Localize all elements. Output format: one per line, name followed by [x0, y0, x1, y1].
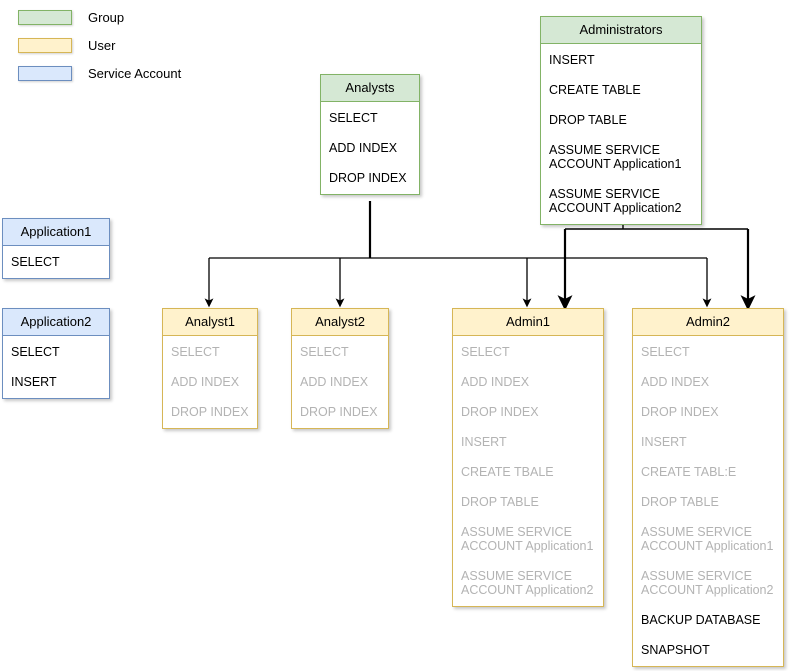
- node-administrators-title: Administrators: [541, 17, 701, 44]
- permission-item: SNAPSHOT: [641, 643, 710, 657]
- permission-item: CREATE TBALE: [461, 465, 554, 479]
- permission-item: BACKUP DATABASE: [641, 613, 761, 627]
- node-application2-permissions: SELECT INSERT: [3, 336, 109, 398]
- legend-label-group: Group: [88, 9, 125, 25]
- node-application1[interactable]: Application1 SELECT: [2, 218, 110, 279]
- node-application2[interactable]: Application2 SELECT INSERT: [2, 308, 110, 399]
- legend-label-service-account: Service Account: [88, 65, 182, 81]
- node-application1-title: Application1: [3, 219, 109, 246]
- permission-item: ASSUME SERVICE ACCOUNT Application1: [549, 143, 682, 171]
- legend-swatch-group: [18, 9, 72, 25]
- permission-item: INSERT: [641, 435, 687, 449]
- permission-item: SELECT: [171, 345, 220, 359]
- node-administrators-permissions: INSERT CREATE TABLE DROP TABLE ASSUME SE…: [541, 44, 701, 224]
- permission-item: SELECT: [11, 345, 60, 359]
- node-admin1-title: Admin1: [453, 309, 603, 336]
- permission-item: ASSUME SERVICE ACCOUNT Application1: [461, 525, 594, 553]
- permission-item: SELECT: [300, 345, 349, 359]
- node-administrators[interactable]: Administrators INSERT CREATE TABLE DROP …: [540, 16, 702, 225]
- node-analyst1[interactable]: Analyst1 SELECT ADD INDEX DROP INDEX: [162, 308, 258, 429]
- node-application1-permissions: SELECT: [3, 246, 109, 278]
- permission-item: DROP INDEX: [300, 405, 378, 419]
- permission-item: DROP INDEX: [461, 405, 539, 419]
- permission-item: SELECT: [329, 111, 378, 125]
- edge-administrators-fanout: [557, 222, 756, 311]
- permission-item: ADD INDEX: [461, 375, 530, 389]
- node-analyst2-title: Analyst2: [292, 309, 388, 336]
- permission-item: INSERT: [549, 53, 595, 67]
- node-admin2[interactable]: Admin2 SELECT ADD INDEX DROP INDEX INSER…: [632, 308, 784, 667]
- permission-item: ASSUME SERVICE ACCOUNT Application2: [641, 569, 774, 597]
- permission-item: DROP TABLE: [549, 113, 627, 127]
- node-analyst2[interactable]: Analyst2 SELECT ADD INDEX DROP INDEX: [291, 308, 389, 429]
- node-analysts[interactable]: Analysts SELECT ADD INDEX DROP INDEX: [320, 74, 420, 195]
- node-admin2-title: Admin2: [633, 309, 783, 336]
- node-admin1[interactable]: Admin1 SELECT ADD INDEX DROP INDEX INSER…: [452, 308, 604, 607]
- permission-item: DROP INDEX: [329, 171, 407, 185]
- node-analyst1-permissions: SELECT ADD INDEX DROP INDEX: [163, 336, 257, 428]
- node-analysts-permissions: SELECT ADD INDEX DROP INDEX: [321, 102, 419, 194]
- permission-item: ADD INDEX: [641, 375, 710, 389]
- permission-item: DROP INDEX: [641, 405, 719, 419]
- legend-item-user: User: [18, 34, 181, 56]
- legend-swatch-service-account: [18, 65, 72, 81]
- permission-item: SELECT: [11, 255, 60, 269]
- node-admin1-permissions: SELECT ADD INDEX DROP INDEX INSERT CREAT…: [453, 336, 603, 606]
- permission-item: ASSUME SERVICE ACCOUNT Application2: [461, 569, 594, 597]
- legend: Group User Service Account: [18, 6, 181, 90]
- permission-item: ADD INDEX: [171, 375, 240, 389]
- legend-label-user: User: [88, 37, 116, 53]
- node-admin2-permissions: SELECT ADD INDEX DROP INDEX INSERT CREAT…: [633, 336, 783, 666]
- node-application2-title: Application2: [3, 309, 109, 336]
- node-analyst2-permissions: SELECT ADD INDEX DROP INDEX: [292, 336, 388, 428]
- permission-item: ADD INDEX: [300, 375, 369, 389]
- legend-swatch-user: [18, 37, 72, 53]
- legend-item-group: Group: [18, 6, 181, 28]
- permission-item: ADD INDEX: [329, 141, 398, 155]
- permission-item: INSERT: [11, 375, 57, 389]
- permission-item: DROP INDEX: [171, 405, 249, 419]
- legend-item-service-account: Service Account: [18, 62, 181, 84]
- permission-item: DROP TABLE: [461, 495, 539, 509]
- permission-item: SELECT: [641, 345, 690, 359]
- permission-item: CREATE TABL:E: [641, 465, 737, 479]
- node-analysts-title: Analysts: [321, 75, 419, 102]
- permission-item: SELECT: [461, 345, 510, 359]
- permission-item: ASSUME SERVICE ACCOUNT Application1: [641, 525, 774, 553]
- permission-item: INSERT: [461, 435, 507, 449]
- permission-item: CREATE TABLE: [549, 83, 641, 97]
- permission-item: ASSUME SERVICE ACCOUNT Application2: [549, 187, 682, 215]
- node-analyst1-title: Analyst1: [163, 309, 257, 336]
- permission-item: DROP TABLE: [641, 495, 719, 509]
